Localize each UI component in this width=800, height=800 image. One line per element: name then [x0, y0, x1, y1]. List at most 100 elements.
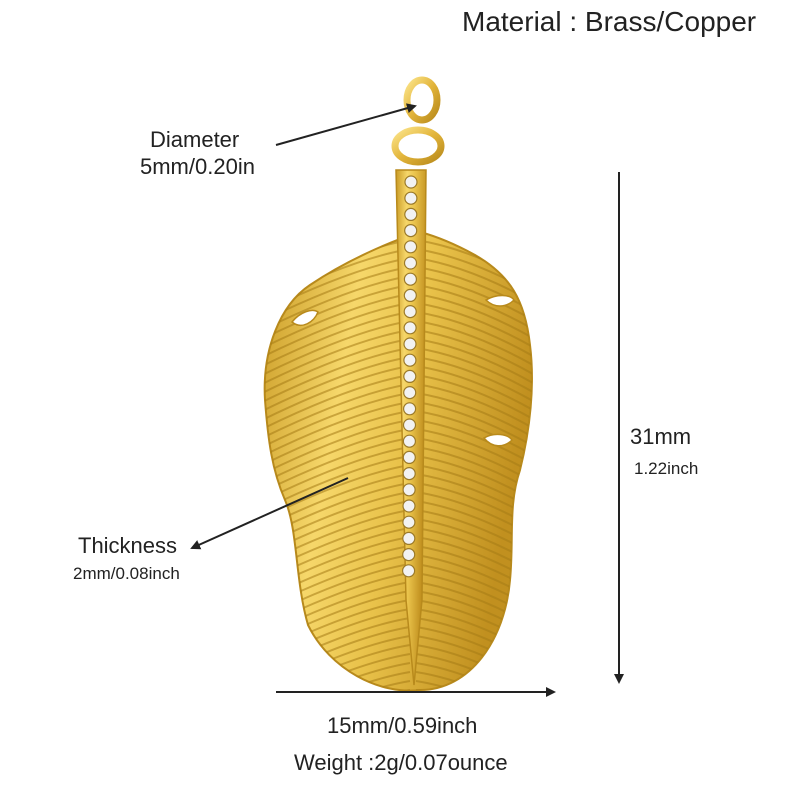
leaf-vein: [415, 392, 532, 454]
leaf-vein: [264, 680, 411, 691]
zirconia-stone: [403, 288, 417, 302]
leaf-vein: [415, 410, 532, 472]
leaf-vein: [264, 320, 411, 382]
zirconia-stone: [404, 224, 418, 238]
leaf-vein: [415, 311, 532, 373]
zirconia-stone: [403, 305, 417, 319]
leaf-vein: [415, 419, 532, 481]
zirconia-stone: [404, 191, 418, 205]
diameter-arrow: [275, 103, 417, 146]
zirconia-stone: [403, 272, 417, 286]
leaf-vein: [415, 599, 532, 661]
zirconia-stone: [402, 564, 416, 578]
leaf-vein: [264, 311, 411, 373]
weight-value: Weight :2g/0.07ounce: [294, 750, 508, 775]
zirconia-stone: [402, 531, 416, 546]
leaf-vein: [264, 671, 411, 691]
leaf-vein: [415, 680, 532, 691]
diameter-value: 5mm/0.20in: [140, 154, 255, 179]
leaf-vein: [264, 410, 411, 472]
leaf-vein: [415, 590, 532, 652]
leaf-vein: [415, 572, 532, 634]
leaf-stem: [395, 169, 427, 686]
zirconia-stone: [402, 499, 416, 513]
thickness-title: Thickness: [78, 533, 178, 558]
width-value: 15mm/0.59inch: [327, 713, 478, 738]
zirconia-stone: [402, 547, 416, 562]
leaf-vein: [415, 500, 532, 562]
zirconia-stone: [402, 515, 416, 529]
leaf-vein: [415, 482, 532, 544]
leaf-vein: [415, 527, 532, 589]
leaf-vein: [415, 338, 532, 400]
leaf-vein: [415, 302, 532, 364]
leaf-vein: [415, 428, 532, 490]
leaf-vein: [415, 437, 532, 499]
zirconia-stone: [403, 386, 417, 400]
leaf-vein: [264, 365, 411, 427]
leaf-vein: [415, 581, 532, 643]
leaf-vein: [415, 284, 532, 346]
zirconia-stone: [402, 467, 416, 481]
leaf-vein: [264, 338, 411, 400]
zirconia-stone: [403, 353, 417, 367]
leaf-vein: [415, 491, 532, 553]
leaf-vein: [415, 554, 532, 616]
cubic-zirconia-row: [402, 175, 418, 578]
leaf-vein: [415, 356, 532, 418]
thickness-value: 2mm/0.08inch: [73, 564, 180, 583]
leaf-vein: [264, 374, 411, 436]
zirconia-stone: [402, 450, 416, 464]
leaf-vein: [415, 347, 532, 409]
zirconia-stone: [402, 418, 417, 432]
leaf-vein: [264, 356, 411, 418]
leaf-vein: [264, 347, 411, 409]
leaf-vein: [415, 455, 532, 517]
leaf-vein: [415, 401, 532, 463]
leaf-vein: [415, 248, 532, 310]
leaf-vein: [415, 536, 532, 598]
leaf-vein: [415, 617, 532, 679]
thickness-arrow: [190, 477, 349, 550]
leaf-vein: [264, 302, 411, 364]
leaf-vein: [415, 374, 532, 436]
leaf-vein: [264, 401, 411, 463]
height-value: 31mm: [630, 424, 692, 449]
zirconia-stone: [403, 321, 417, 335]
diameter-title: Diameter: [150, 127, 240, 152]
leaf-vein: [415, 671, 532, 691]
zirconia-stone: [403, 337, 417, 351]
material-label: Material : Brass/Copper: [462, 6, 757, 37]
leaf-vein: [415, 383, 532, 445]
zirconia-stone: [403, 369, 417, 383]
leaf-vein: [415, 266, 532, 328]
leaf-vein: [415, 545, 532, 607]
zirconia-stone: [404, 240, 418, 254]
zirconia-stone: [402, 483, 416, 497]
leaf-vein: [264, 329, 411, 391]
leaf-vein: [415, 320, 532, 382]
leaf-vein: [264, 383, 411, 445]
height-inch: 1.22inch: [634, 459, 699, 478]
zirconia-stone: [403, 402, 417, 416]
jump-ring: [391, 76, 445, 166]
leaf-vein: [415, 293, 532, 355]
leaf-vein: [415, 473, 532, 535]
leaf-vein: [415, 257, 532, 319]
zirconia-stone: [404, 207, 418, 221]
leaf-vein: [415, 446, 532, 508]
leaf-vein: [415, 608, 532, 670]
leaf-vein: [415, 365, 532, 427]
leaf-vein: [415, 563, 532, 625]
leaf-vein: [264, 293, 411, 355]
leaf-vein: [415, 626, 532, 688]
leaf-vein: [264, 392, 411, 454]
leaf-vein: [415, 464, 532, 526]
zirconia-stone: [403, 256, 418, 270]
leaf-vein: [415, 509, 532, 571]
zirconia-stone: [404, 175, 418, 189]
leaf-vein: [415, 518, 532, 580]
zirconia-stone: [402, 434, 416, 448]
leaf-vein: [415, 275, 532, 337]
